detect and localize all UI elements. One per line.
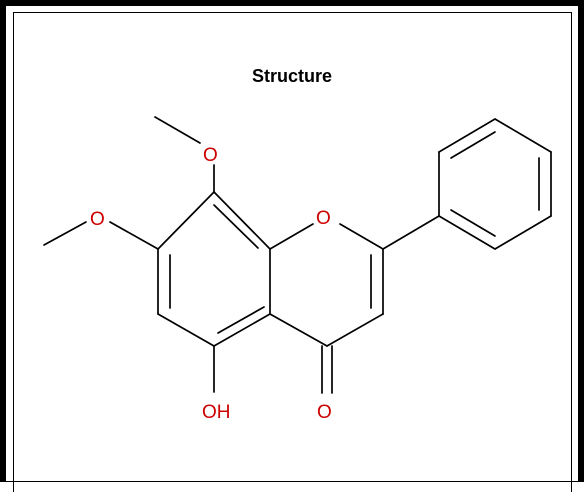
bond-c5-c4a-double [217, 306, 265, 334]
bond-c3-c4 [326, 313, 384, 347]
atom-o-carbonyl: O [317, 402, 332, 423]
bond-c2-phenyl [382, 215, 440, 250]
atom-o-methoxy-7: O [90, 209, 105, 230]
bond-methyl-o7 [43, 221, 87, 246]
bonds [43, 116, 552, 394]
bond-c8a-c8-double [213, 204, 259, 249]
atom-oh-5: OH [202, 402, 231, 423]
bond-ph-c5-c6 [494, 215, 552, 250]
bond-c8a-c8 [213, 191, 271, 250]
atom-o-methoxy-8: O [203, 145, 218, 166]
bond-o7-c7 [109, 221, 159, 250]
bond-c5-c4a [213, 313, 271, 347]
bond-ph-c6-c1 [438, 215, 496, 250]
bond-c6-c5 [157, 313, 215, 347]
molecule-structure: O O O OH O [43, 116, 552, 423]
bond-ph-c3-c4 [494, 118, 552, 153]
bond-methyl-o8 [154, 116, 201, 144]
bond-ph-c2-c3-double [450, 131, 496, 159]
inner-frame [13, 12, 572, 492]
figure-title: Structure [251, 66, 332, 86]
bond-c8a-o1 [269, 223, 314, 250]
atom-o-ring: O [316, 208, 331, 229]
bond-ph-c2-c3 [438, 118, 496, 153]
bond-c8-c7 [157, 191, 215, 250]
bond-c4-c4a [269, 313, 328, 347]
bond-o1-c2 [339, 223, 384, 250]
bond-ph-c6-c1-double [450, 209, 496, 237]
atom-labels: O O O OH O [90, 145, 332, 423]
